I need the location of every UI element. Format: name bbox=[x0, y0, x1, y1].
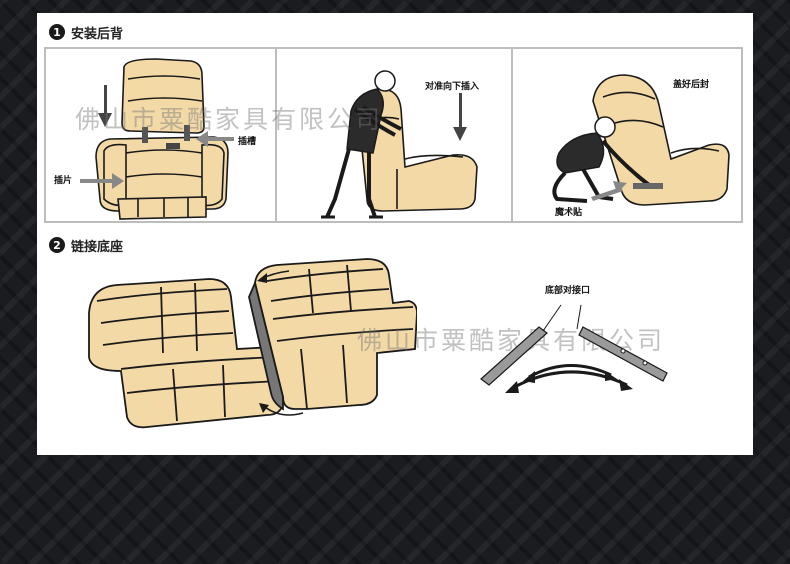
bottom-joint-diagram bbox=[477, 293, 677, 403]
label-insert-down: 对准向下插入 bbox=[425, 79, 479, 92]
step1-title: 安装后背 bbox=[71, 23, 123, 42]
watermark: 佛山市粟酷家具有限公司 bbox=[75, 100, 383, 136]
step2-header: 2 链接底座 bbox=[49, 235, 123, 255]
label-velcro: 魔术贴 bbox=[555, 205, 582, 218]
step2-title: 链接底座 bbox=[71, 236, 123, 255]
label-tab: 插片 bbox=[54, 173, 72, 186]
step2-number: 2 bbox=[49, 237, 65, 253]
instruction-panel: 1 安装后背 bbox=[37, 13, 753, 455]
label-cover-back: 盖好后封 bbox=[673, 77, 709, 90]
person-velcro-illustration bbox=[513, 49, 743, 221]
arrow-down-icon bbox=[453, 93, 467, 141]
velcro-strip bbox=[633, 183, 663, 189]
label-bottom-joint: 底部对接口 bbox=[545, 283, 590, 296]
slot-mark bbox=[166, 143, 180, 149]
step1-number: 1 bbox=[49, 24, 65, 40]
step1-header: 1 安装后背 bbox=[49, 22, 123, 42]
